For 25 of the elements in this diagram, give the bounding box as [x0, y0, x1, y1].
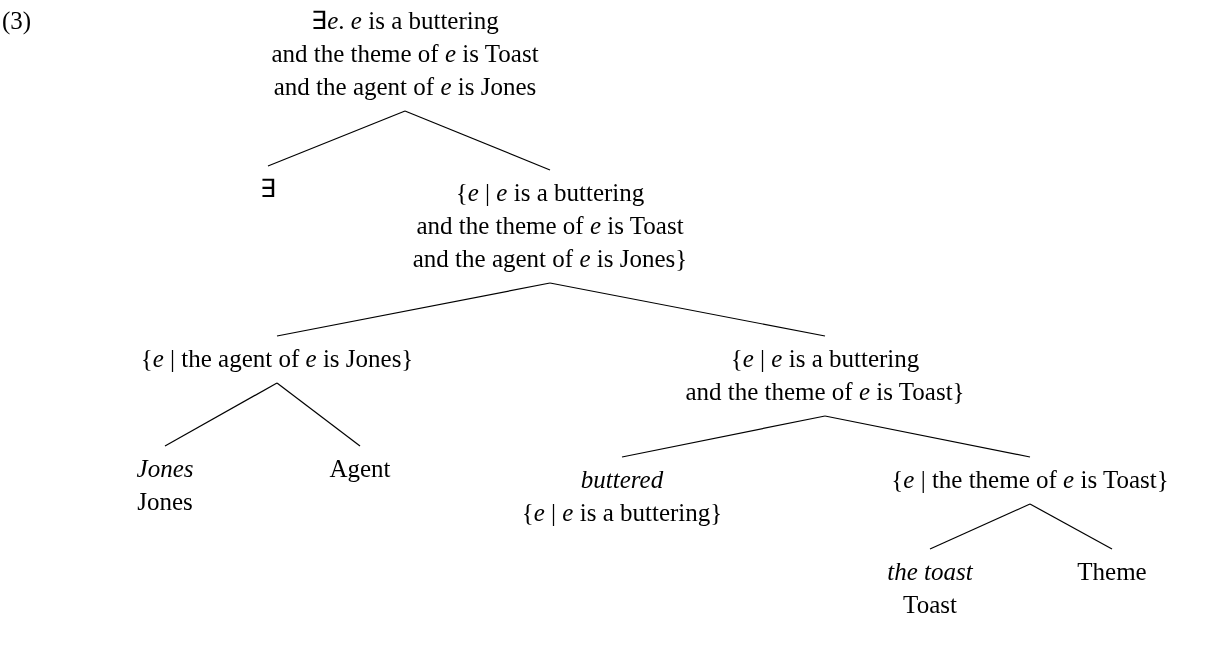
- tree-branch: [276, 382, 361, 447]
- tree-node-label: {e | the agent of e is Jones}: [140, 342, 414, 375]
- tree-node-label: ∃: [260, 172, 276, 205]
- tree-branch: [1029, 503, 1113, 550]
- meaning-label: Toast: [902, 590, 958, 620]
- tree-branch: [267, 110, 406, 167]
- example-number: (3): [2, 6, 32, 37]
- tree-node-label: Agent: [329, 452, 391, 485]
- meaning-label: Jones: [136, 487, 194, 517]
- tree-branch: [164, 382, 278, 447]
- tree-branch: [404, 110, 551, 171]
- tree-node-label: {e | e is a buttering and the theme of e is Toast and the agent of e is Jones}: [412, 176, 688, 275]
- tree-node-label: Theme: [1077, 555, 1147, 588]
- tree-branch: [276, 282, 551, 337]
- meaning-label: {e | e is a buttering}: [521, 498, 723, 528]
- tree-node-label: {e | e is a buttering and the theme of e is Toast}: [685, 342, 965, 408]
- tree-branch: [929, 503, 1031, 550]
- tree-node-label: {e | the theme of e is Toast}: [891, 463, 1169, 496]
- word-label: buttered: [579, 465, 665, 495]
- word-label: Jones: [136, 454, 194, 484]
- tree-branch: [824, 415, 1031, 458]
- word-label: the toast: [887, 557, 973, 587]
- tree-branch: [621, 415, 826, 458]
- tree-node-label: ∃e. e is a buttering and the theme of e is Toast and the agent of e is Jones: [271, 4, 539, 103]
- tree-branch: [549, 282, 826, 337]
